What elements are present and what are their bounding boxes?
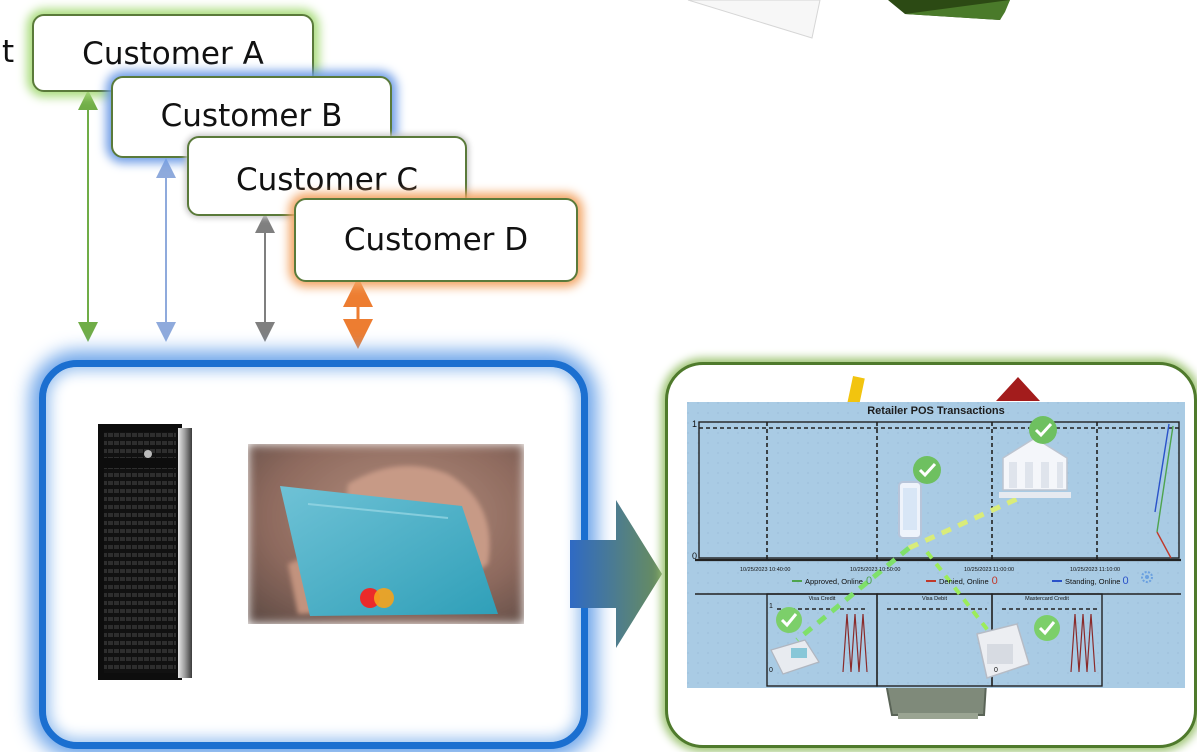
card-reader-icon	[770, 639, 820, 675]
time-tick-2: 10/25/2023 11:00:00	[964, 567, 1015, 573]
time-tick-0: 10/25/2023 10:40:00	[740, 567, 791, 573]
credit-card-photo	[248, 444, 524, 624]
main-y-bottom-label: 0	[692, 551, 698, 561]
visa-credit-sparkline	[842, 613, 868, 673]
legend-standing: Standing, Online 0	[1052, 575, 1129, 587]
dashboard-title: Retailer POS Transactions	[867, 405, 1005, 417]
legend-denied: Denied, Online 0	[926, 575, 998, 587]
time-tick-3: 10/25/2023 11:10:00	[1070, 567, 1121, 573]
customer-connection-arrows	[78, 90, 373, 349]
top-decoration	[687, 0, 1010, 39]
panel-visa-credit-title: Visa Credit	[808, 596, 836, 602]
server-icon	[98, 424, 192, 680]
bank-building-icon	[999, 437, 1071, 498]
legend-approved-count: 0	[865, 575, 873, 587]
legend-standing-swatch	[1052, 580, 1062, 582]
pos-terminal-icon	[976, 623, 1030, 679]
flow-arrow	[570, 500, 662, 648]
red-warning-shape	[996, 377, 1040, 401]
main-y-top-label: 1	[692, 419, 698, 429]
pos-dashboard-frame: Retailer POS Transactions 1 0 10/25/2023…	[665, 362, 1197, 748]
panel-mastercard-y-bottom: 0	[994, 667, 998, 674]
smartphone-icon	[898, 481, 922, 539]
legend-denied-swatch	[926, 580, 936, 582]
legend-standing-count: 0	[1122, 575, 1129, 587]
legend-approved-swatch	[792, 580, 802, 582]
panel-mastercard-title: Mastercard Credit	[1025, 596, 1069, 602]
mastercard-sparkline	[1070, 613, 1096, 673]
paper-sheet-shape	[687, 0, 821, 39]
customer-d-box: Customer D	[294, 198, 578, 282]
legend-approved: Approved, Online 0	[792, 575, 872, 587]
checkmark-icon	[776, 416, 1060, 641]
yellow-pencil-shape	[847, 376, 865, 406]
legend-denied-label: Denied, Online	[939, 576, 989, 586]
legend-standing-label: Standing, Online	[1065, 576, 1121, 586]
time-tick-1: 10/25/2023 10:50:00	[850, 567, 901, 573]
gear-icon	[1141, 571, 1153, 583]
panel-visa-credit-y-top: 1	[769, 603, 773, 610]
panel-visa-debit-title: Visa Debit	[922, 596, 947, 602]
legend-approved-label: Approved, Online	[805, 576, 863, 586]
dashboard-screen	[687, 402, 1185, 688]
stray-character: t	[2, 34, 15, 70]
legend-denied-count: 0	[991, 575, 998, 587]
panel-visa-credit-y-bottom: 0	[769, 667, 773, 674]
